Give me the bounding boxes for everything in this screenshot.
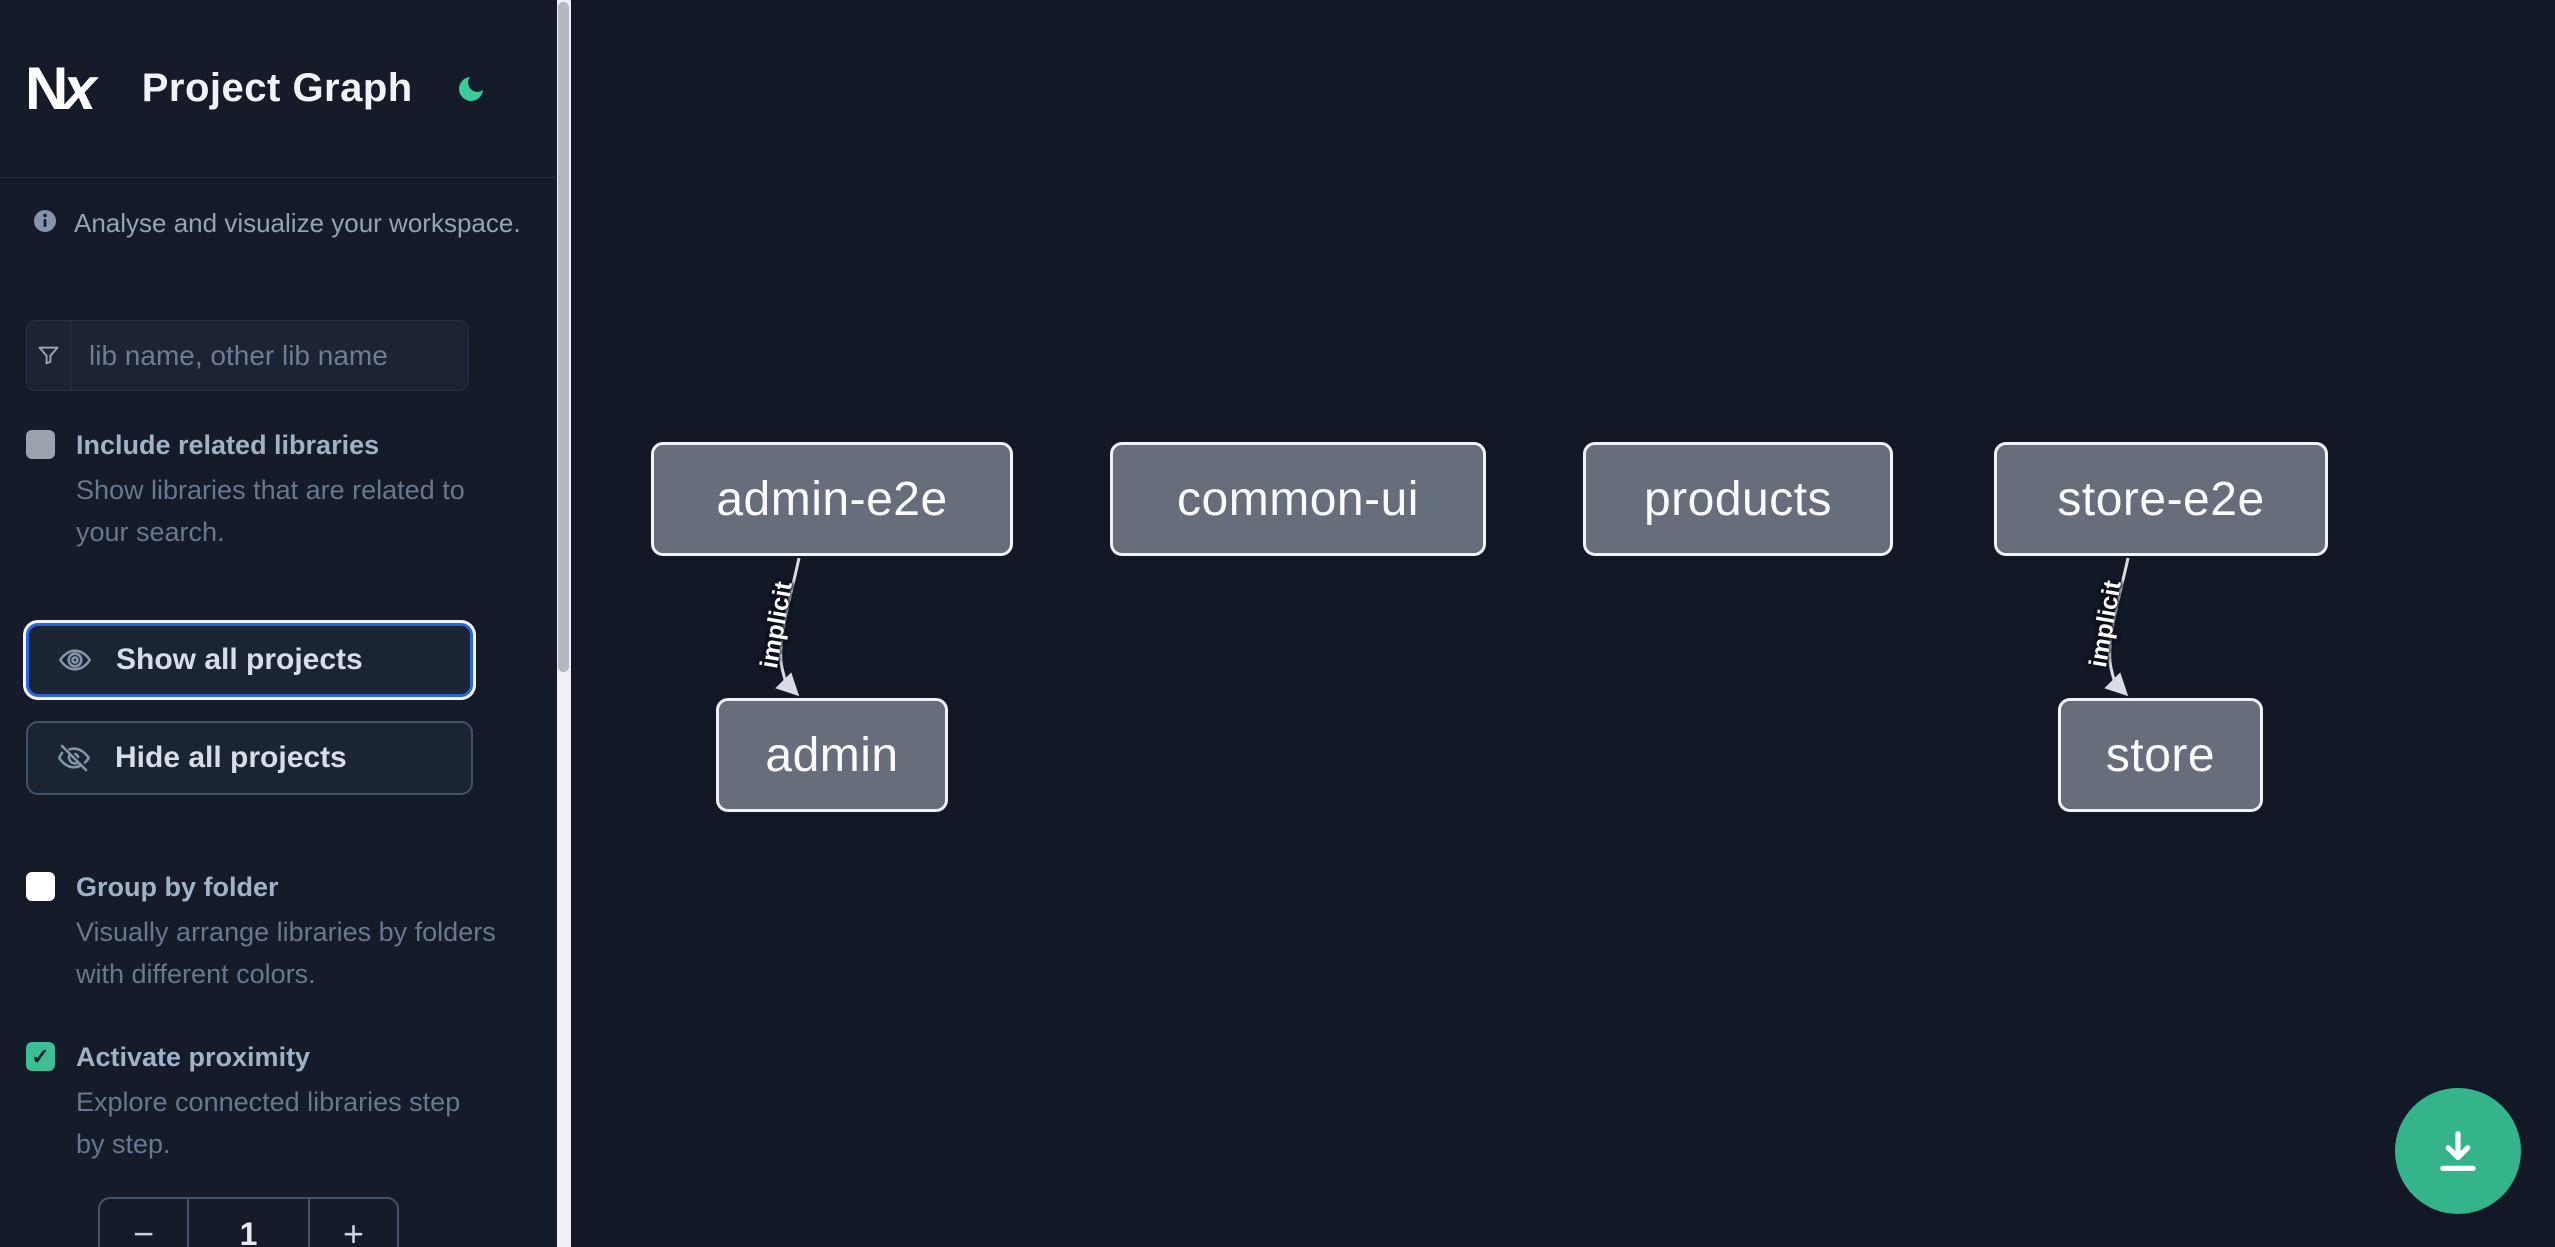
page-title: Project Graph — [141, 66, 413, 110]
edge-label-admin-e2e-to-admin: implicit — [755, 579, 798, 671]
eye-icon — [58, 649, 92, 671]
edge-label-store-e2e-to-store: implicit — [2084, 578, 2127, 670]
sidebar-scrollbar-track[interactable] — [557, 0, 571, 1247]
group-by-folder-label: Group by folder — [76, 872, 279, 902]
proximity-depth-value: 1 — [187, 1199, 310, 1247]
intro-row: Analyse and visualize your workspace. — [26, 208, 531, 238]
proximity-increment-button[interactable]: + — [310, 1199, 397, 1247]
filter-funnel-icon — [27, 321, 71, 390]
sidebar-body: Analyse and visualize your workspace. In… — [0, 208, 557, 1247]
download-graph-button[interactable] — [2395, 1088, 2521, 1214]
activate-proximity-description: Explore connected libraries step by step… — [76, 1087, 461, 1159]
show-all-projects-button[interactable]: Show all projects — [26, 623, 473, 697]
graph-node-store[interactable]: store — [2058, 698, 2263, 812]
theme-toggle-moon-icon[interactable] — [455, 73, 487, 105]
group-by-folder-description: Visually arrange libraries by folders wi… — [76, 917, 496, 989]
activate-proximity-checkbox[interactable]: ✓ — [26, 1042, 55, 1071]
sidebar-header: Nx Project Graph — [0, 0, 557, 178]
graph-node-admin[interactable]: admin — [716, 698, 948, 812]
activate-proximity-label: Activate proximity — [76, 1042, 311, 1072]
graph-canvas[interactable]: admin-e2e common-ui products store-e2e admin… — [557, 0, 2555, 1247]
proximity-decrement-button[interactable]: − — [100, 1199, 187, 1247]
toggle-include-related: Include related libraries Show libraries… — [26, 429, 496, 553]
hide-all-projects-label: Hide all projects — [115, 741, 347, 774]
sidebar: Nx Project Graph Analyse and visualize y… — [0, 0, 557, 1247]
graph-node-products[interactable]: products — [1583, 442, 1893, 556]
download-icon — [2440, 1131, 2476, 1171]
intro-text: Analyse and visualize your workspace. — [74, 208, 521, 238]
filter-input[interactable] — [71, 321, 468, 390]
include-related-description: Show libraries that are related to your … — [76, 475, 465, 547]
toggle-activate-proximity: ✓ Activate proximity Explore connected l… — [26, 1041, 496, 1165]
sidebar-scrollbar-thumb[interactable] — [558, 2, 569, 672]
nx-logo: Nx — [25, 54, 101, 122]
filter-box — [26, 320, 469, 391]
proximity-depth-stepper: − 1 + — [98, 1197, 399, 1247]
graph-node-admin-e2e[interactable]: admin-e2e — [651, 442, 1013, 556]
graph-edges-layer — [775, 557, 2130, 697]
eye-off-icon — [57, 744, 91, 772]
info-icon — [34, 210, 56, 232]
graph-node-store-e2e[interactable]: store-e2e — [1994, 442, 2328, 556]
toggle-group-by-folder: Group by folder Visually arrange librari… — [26, 871, 496, 995]
hide-all-projects-button[interactable]: Hide all projects — [26, 721, 473, 795]
include-related-checkbox[interactable] — [26, 430, 55, 459]
include-related-label: Include related libraries — [76, 430, 380, 460]
graph-node-common-ui[interactable]: common-ui — [1110, 442, 1486, 556]
show-all-projects-label: Show all projects — [116, 643, 363, 676]
group-by-folder-checkbox[interactable] — [26, 872, 55, 901]
